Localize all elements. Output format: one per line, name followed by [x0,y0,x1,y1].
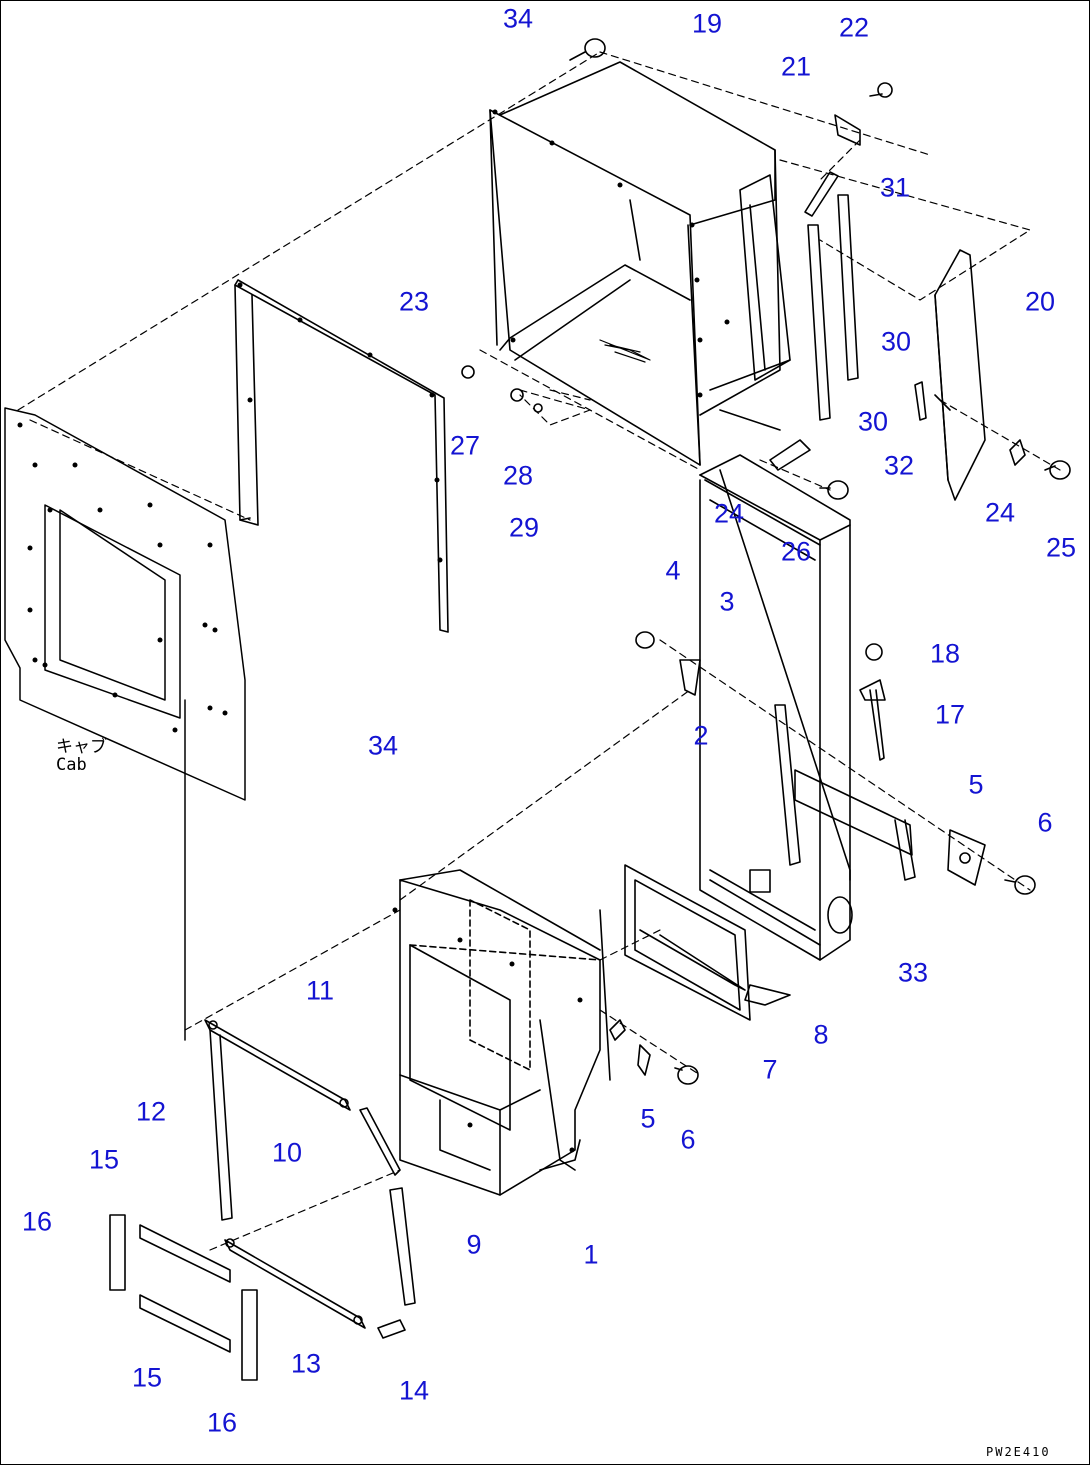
cab-note: キャブ Cab [56,737,107,775]
part-label-33: 33 [897,957,929,988]
box-part-1 [392,869,699,1196]
part-label-24-right: 24 [984,497,1016,528]
part-label-1: 1 [583,1239,599,1270]
part-label-2: 2 [693,720,709,751]
upper-hardware [461,38,1071,500]
part-label-16-lower: 16 [206,1407,238,1438]
part-label-15-lower: 15 [131,1362,163,1393]
part-label-20: 20 [1024,286,1056,317]
part-label-25: 25 [1045,532,1077,563]
part-label-16-upper: 16 [21,1206,53,1237]
strip-parts-30-31 [804,171,859,421]
part-label-3: 3 [719,586,735,617]
bracket-part-11 [204,1019,351,1221]
part-label-26: 26 [780,536,812,567]
part-label-34-top: 34 [502,3,534,34]
part-label-17: 17 [934,699,966,730]
part-label-15-upper: 15 [88,1144,120,1175]
part-label-21: 21 [780,51,812,82]
drawing-code: PW2E410 [986,1445,1051,1459]
toolbox-part-33 [699,454,853,961]
part-label-19: 19 [691,8,723,39]
side-panel-part-20 [914,249,986,501]
part-label-31: 31 [879,172,911,203]
part-label-24-left: 24 [713,498,745,529]
bar-part-9 [389,1187,416,1306]
upper-box-part-19 [489,61,791,466]
plate-part-8 [744,984,791,1006]
bracket-part-13 [224,1238,366,1329]
part-label-32: 32 [883,450,915,481]
bars-part-15-16 [109,1214,258,1381]
part-label-30-upper: 30 [880,326,912,357]
part-label-5-lower: 5 [640,1103,656,1134]
bar-part-10 [359,1107,401,1176]
part-label-29: 29 [508,512,540,543]
part-label-10: 10 [271,1137,303,1168]
part-label-5-right: 5 [968,769,984,800]
part-label-14: 14 [398,1375,430,1406]
part-label-6-right: 6 [1037,807,1053,838]
part-label-28: 28 [502,460,534,491]
part-label-13: 13 [290,1348,322,1379]
alignment-lines [17,51,1061,1251]
part-label-23: 23 [398,286,430,317]
part-label-12: 12 [135,1096,167,1127]
cab-panel-holes [17,422,228,733]
part-label-4: 4 [665,555,681,586]
part-label-18: 18 [929,638,961,669]
part-label-30-lower: 30 [857,406,889,437]
part-label-11: 11 [305,975,335,1006]
part-label-9: 9 [466,1229,482,1260]
part-label-34-middle: 34 [367,730,399,761]
frame-part-7 [624,864,751,1021]
cab-panel [4,407,246,1041]
block-part-14 [377,1319,406,1339]
bracket-part-2 [635,631,1036,895]
part-label-6-lower: 6 [680,1124,696,1155]
part-label-7: 7 [762,1054,778,1085]
part-label-27: 27 [449,430,481,461]
part-label-8: 8 [813,1019,829,1050]
part-label-22: 22 [838,12,870,43]
upper-frame-part-29 [234,279,449,633]
